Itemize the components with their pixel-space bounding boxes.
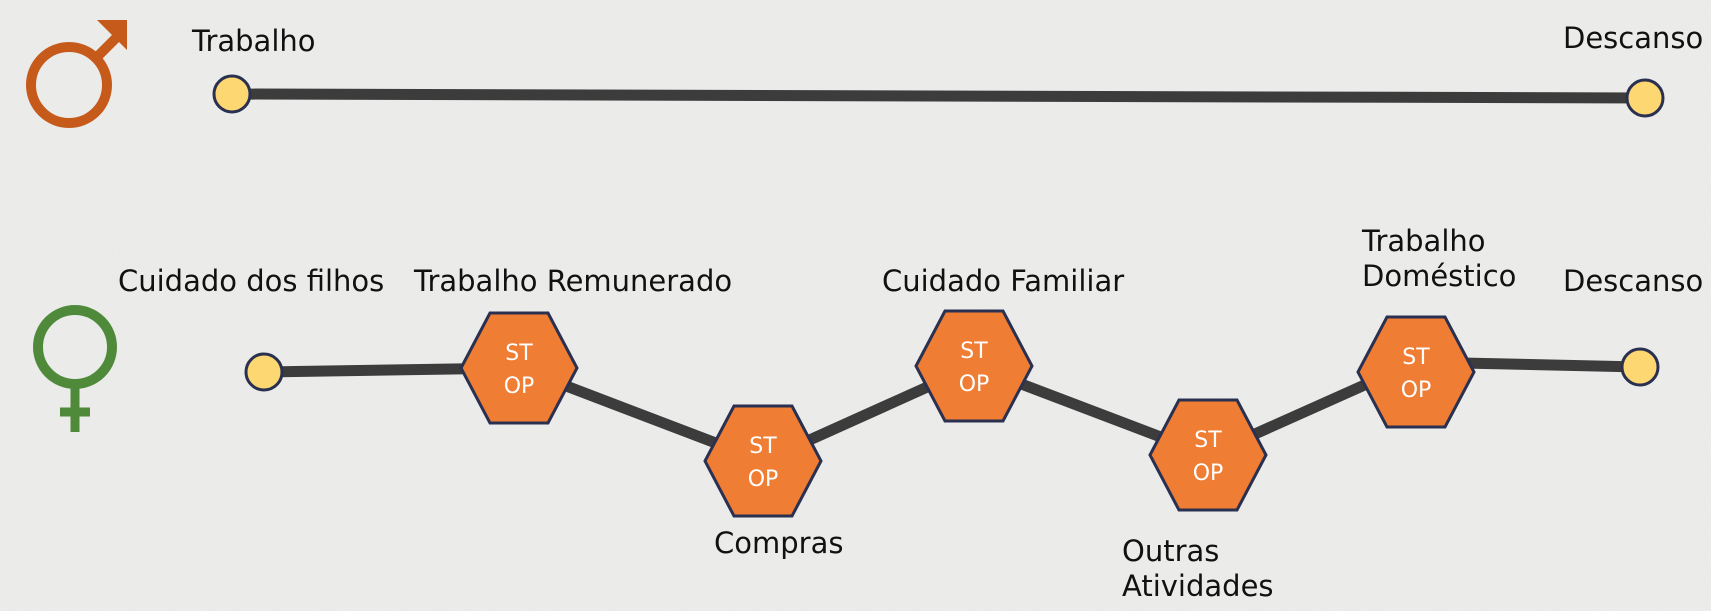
female-symbol-icon (33, 305, 117, 432)
stop-label-trabalho-domestico: Trabalho Doméstico (1362, 224, 1517, 293)
male-end-endpoint (1625, 78, 1665, 118)
stop-text-line2: OP (1401, 378, 1432, 403)
stop-text-line2: OP (748, 467, 779, 492)
female-end-label: Descanso (1563, 264, 1704, 298)
stop-text-line1: ST (960, 339, 988, 364)
stop-text-line2: OP (1193, 461, 1224, 486)
male-symbol-icon (26, 20, 127, 128)
stop-hexagon: ST OP (703, 404, 823, 518)
stop-text-line1: ST (1194, 428, 1222, 453)
stop-hexagon: ST OP (459, 311, 579, 425)
stop-hexagon: ST OP (1356, 315, 1476, 429)
stop-text-line1: ST (505, 341, 533, 366)
stop-text-line1: ST (749, 434, 777, 459)
stop-label-outras-atividades: Outras Atividades (1122, 534, 1274, 603)
female-end-endpoint (1620, 347, 1660, 387)
male-start-label: Trabalho (192, 24, 316, 58)
male-start-endpoint (212, 74, 252, 114)
female-start-label: Cuidado dos filhos (118, 264, 385, 298)
stop-text-line2: OP (504, 374, 535, 399)
stop-label-compras: Compras (714, 526, 844, 560)
male-end-label: Descanso (1563, 21, 1704, 55)
stop-hexagon: ST OP (914, 309, 1034, 423)
stop-hexagon: ST OP (1148, 398, 1268, 512)
stop-label-trabalho-remunerado: Trabalho Remunerado (414, 264, 733, 298)
stop-text-line1: ST (1402, 345, 1430, 370)
stop-text-line2: OP (959, 372, 990, 397)
male-timeline (226, 88, 1651, 104)
female-start-endpoint (244, 352, 284, 392)
stop-label-cuidado-familiar: Cuidado Familiar (882, 264, 1125, 298)
